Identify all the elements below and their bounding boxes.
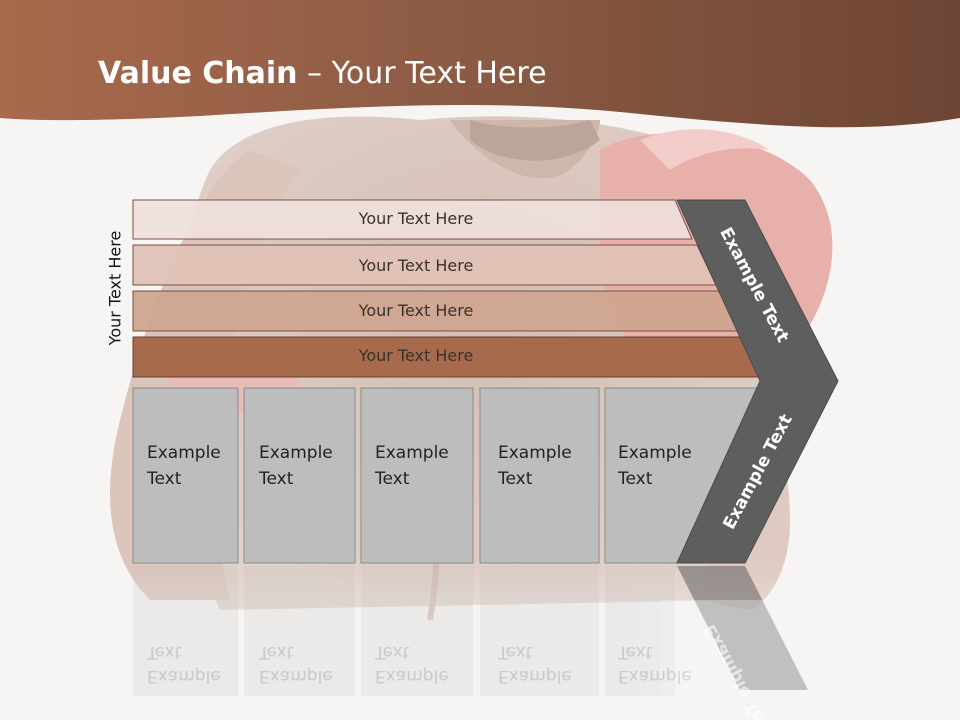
box-1-reflection-line-1: Example <box>147 666 221 686</box>
side-label: Your Text Here <box>105 230 125 346</box>
box-5-line-2: Text <box>618 469 653 489</box>
box-5-reflection: Example Text <box>618 640 692 688</box>
boxes-reflection <box>133 566 675 696</box>
box-2-reflection-line-1: Example <box>259 666 333 686</box>
box-3-line-1: Example <box>375 443 449 463</box>
chevron-reflection <box>677 566 808 690</box>
box-4-line-2: Text <box>498 469 533 489</box>
box-2-line-1: Example <box>259 443 333 463</box>
box-1-line-2: Text <box>147 469 182 489</box>
box-1-label: Example Text <box>147 440 221 492</box>
box-4-reflection-line-2: Text <box>498 642 533 662</box>
slide-title: Value Chain – Your Text Here <box>98 52 547 96</box>
box-5-reflection-line-1: Example <box>618 666 692 686</box>
box-5-line-1: Example <box>618 443 692 463</box>
bar-1-shape <box>132 199 693 240</box>
box-4-line-1: Example <box>498 443 572 463</box>
header-band <box>0 0 960 128</box>
box-5-reflection-line-2: Text <box>618 642 653 662</box>
box-3-line-2: Text <box>375 469 410 489</box>
bar-2-label: Your Text Here <box>358 256 474 275</box>
title-rest: – Your Text Here <box>297 56 547 91</box>
chevron-shape <box>676 199 839 564</box>
box-1-reflection: Example Text <box>147 640 221 688</box>
box-4-reflection: Example Text <box>498 640 572 688</box>
box-3-reflection-line-2: Text <box>375 642 410 662</box>
box-2-line-2: Text <box>259 469 294 489</box>
box-4-label: Example Text <box>498 440 572 492</box>
box-1-line-1: Example <box>147 443 221 463</box>
box-2-label: Example Text <box>259 440 333 492</box>
bar-4-label: Your Text Here <box>358 346 474 365</box>
box-5-label: Example Text <box>618 440 692 492</box>
bar-1-label: Your Text Here <box>358 209 474 228</box>
box-3-reflection-line-1: Example <box>375 666 449 686</box>
box-2-reflection-line-2: Text <box>259 642 294 662</box>
box-2-shape <box>243 387 356 564</box>
bar-3-label: Your Text Here <box>358 301 474 320</box>
box-2-reflection: Example Text <box>259 640 333 688</box>
title-bold: Value Chain <box>98 56 298 91</box>
box-3-reflection: Example Text <box>375 640 449 688</box>
box-1-shape <box>132 387 239 564</box>
box-1-reflection-line-2: Text <box>147 642 182 662</box>
box-3-shape <box>360 387 474 564</box>
box-3-label: Example Text <box>375 440 449 492</box>
box-4-reflection-line-1: Example <box>498 666 572 686</box>
box-4-shape <box>479 387 600 564</box>
